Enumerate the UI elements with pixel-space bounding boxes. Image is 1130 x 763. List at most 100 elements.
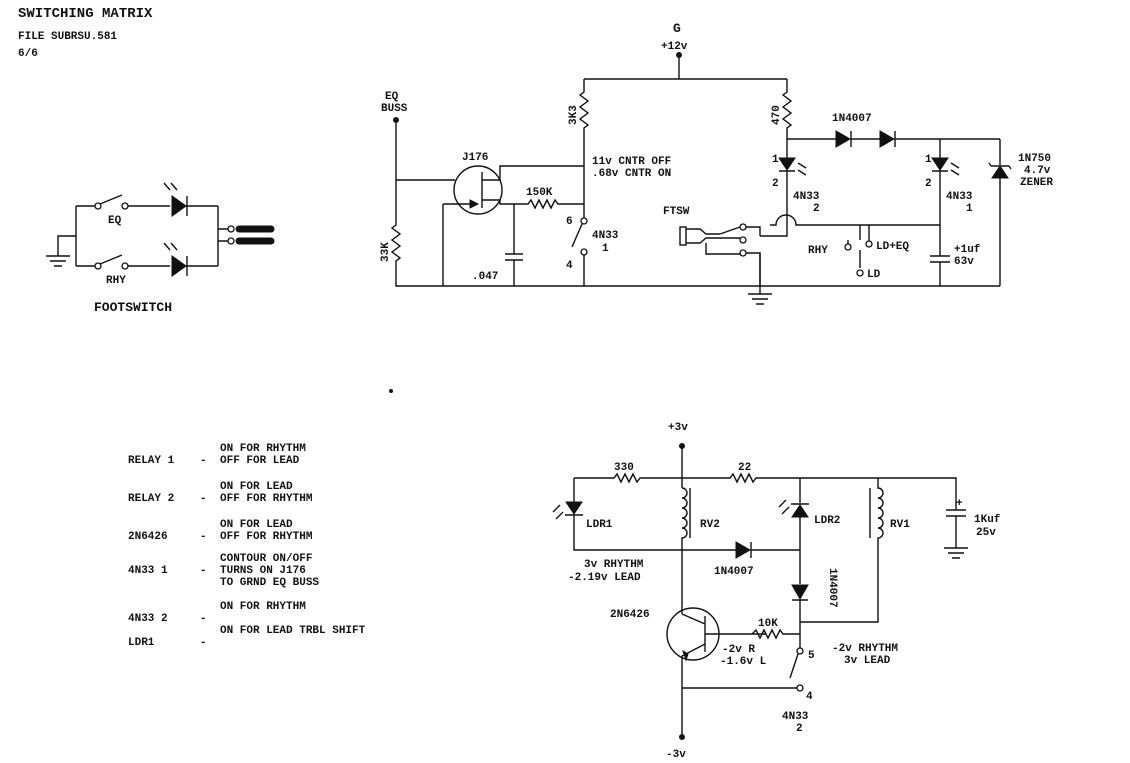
note-ldr1: LDR1- ON FOR LEAD TRBL SHIFT [128,625,366,649]
jfet-icon [443,165,584,215]
note-line: ON FOR RHYTHM [220,443,306,455]
note-4n33-1: 4N33 1- CONTOUR ON/OFF TURNS ON J176 TO … [128,553,320,589]
note-line: ON FOR LEAD [220,481,293,493]
note-line: ON FOR RHYTHM [220,601,306,613]
note-key: 4N33 1 [128,565,168,577]
bottom-circuit: +3v 330 22 LDR1 RV2 1N4007 3v RHYT [552,422,1001,761]
note-line: OFF FOR LEAD [220,455,300,467]
rv2-note-rhythm: 3v RHYTHM [584,559,644,571]
v-minus-label: -3v [666,749,686,761]
diode-icon [791,584,809,648]
resistor-330-label: 330 [614,462,634,474]
note-2n6426: 2N6426- ON FOR LEAD OFF FOR RHYTHM [128,519,313,543]
base-note-lead: -1.6v L [720,656,767,668]
relay-coil-icon [800,478,884,623]
supply-voltage-label: +12v [661,41,688,53]
note-line: ON FOR LEAD TRBL SHIFT [220,625,366,637]
terminal-ld-eq: LD+EQ [876,241,909,253]
rv1-label: RV1 [890,519,910,531]
opto2-pin2: 2 [772,178,779,190]
eq-buss-label-1: EQ [385,91,399,103]
led-icon [778,152,807,212]
note-relay-2: RELAY 2- ON FOR LEAD OFF FOR RHYTHM [128,481,313,505]
diode-d1-label: 1N4007 [714,566,754,578]
resistor-470-label: 470 [771,105,783,125]
cap-1kuf-label: 1Kuf [974,514,1001,526]
transistor-label: 2N6426 [610,609,650,621]
cntr-off-note: 11v CNTR OFF [592,156,671,168]
ldr1-label: LDR1 [586,519,613,531]
top-circuit: G +12v 3K3 6 4 4N33 1 11v CNTR OFF .68v … [380,21,1053,305]
led-icon [163,242,218,277]
note-line: CONTOUR ON/OFF [220,553,313,565]
resistor-33k-label: 33K [380,242,392,262]
terminal-rhy: RHY [808,245,828,257]
pin-4-label: 4 [566,260,573,272]
note-key: RELAY 2 [128,493,175,505]
base-note-rhythm: -2v R [722,644,755,656]
opto1b-name: 4N33 [946,191,973,203]
led-icon [931,139,960,250]
rhythm-note-2: 3v LEAD [844,655,891,667]
pin-6-label: 6 [566,216,573,228]
ldr-icon [778,478,809,584]
resistor-22-label: 22 [738,462,751,474]
ground-icon [748,293,772,305]
diode-1n4007-label: 1N4007 [832,113,872,125]
jack-icon [679,226,741,255]
note-line: TURNS ON J176 [220,565,306,577]
note-relay-1: RELAY 1- ON FOR RHYTHM OFF FOR LEAD [128,443,306,467]
ldr-icon [552,478,682,551]
resistor-3k3-label: 3K3 [568,105,580,125]
file-name: FILE SUBRSU.581 [18,31,118,43]
diode-d2-label: 1N4007 [826,568,838,608]
resistor-150k-label: 150K [526,187,553,199]
note-key: LDR1 [128,637,155,649]
opto1b-num: 1 [966,203,973,215]
ldr2-label: LDR2 [814,515,840,527]
zener-volt: 4.7v [1024,165,1051,177]
footswitch-eq-label: EQ [108,215,122,227]
opto1b-pin1: 1 [925,154,932,166]
note-4n33-2: 4N33 2- ON FOR RHYTHM [128,601,306,625]
relay-coil-icon [681,487,691,614]
footswitch-rhy-label: RHY [106,275,126,287]
cap-plus-label: + [956,498,963,510]
resistor-10k-label: 10K [758,618,778,630]
note-line: OFF FOR RHYTHM [220,493,313,505]
eq-buss-label-2: BUSS [381,103,408,115]
rhythm-note-1: -2v RHYTHM [832,643,898,655]
led-icon [163,182,218,217]
jfet-label: J176 [462,152,488,164]
opto-bottom-name: 4N33 [782,711,809,723]
footswitch-diagram: EQ RHY FOOTSWITCH [46,182,275,315]
ground-icon [944,547,968,559]
rv2-label: RV2 [700,519,720,531]
diode-icon [879,130,1000,148]
zener-label: ZENER [1020,177,1053,189]
diode-icon [682,541,800,559]
note-line: TO GRND EQ BUSS [220,577,320,589]
ftsw-label: FTSW [663,206,690,218]
diode-icon [835,130,880,148]
cap-1uf-label: +1uf [954,244,981,256]
page-number: 6/6 [18,48,38,60]
note-line: OFF FOR RHYTHM [220,531,313,543]
opto1-num: 1 [602,243,609,255]
opto2-num: 2 [813,203,820,215]
opto1b-pin2: 2 [925,178,932,190]
diagram-title: SWITCHING MATRIX [18,6,153,22]
cap-63v-label: 63v [954,256,974,268]
opto2-name: 4N33 [793,191,820,203]
pin-4-bottom-label: 4 [806,691,813,703]
cntr-on-note: .68v CNTR ON [592,168,671,180]
footswitch-title: FOOTSWITCH [94,300,172,315]
cap-25v-label: 25v [976,527,996,539]
rv2-note-lead: -2.19v LEAD [568,572,641,584]
note-line: ON FOR LEAD [220,519,293,531]
zener-icon [988,139,1012,286]
opto1-name: 4N33 [592,230,619,242]
pin-5-label: 5 [808,650,815,662]
opto2-pin1: 1 [772,154,779,166]
terminal-ld: LD [867,269,881,281]
